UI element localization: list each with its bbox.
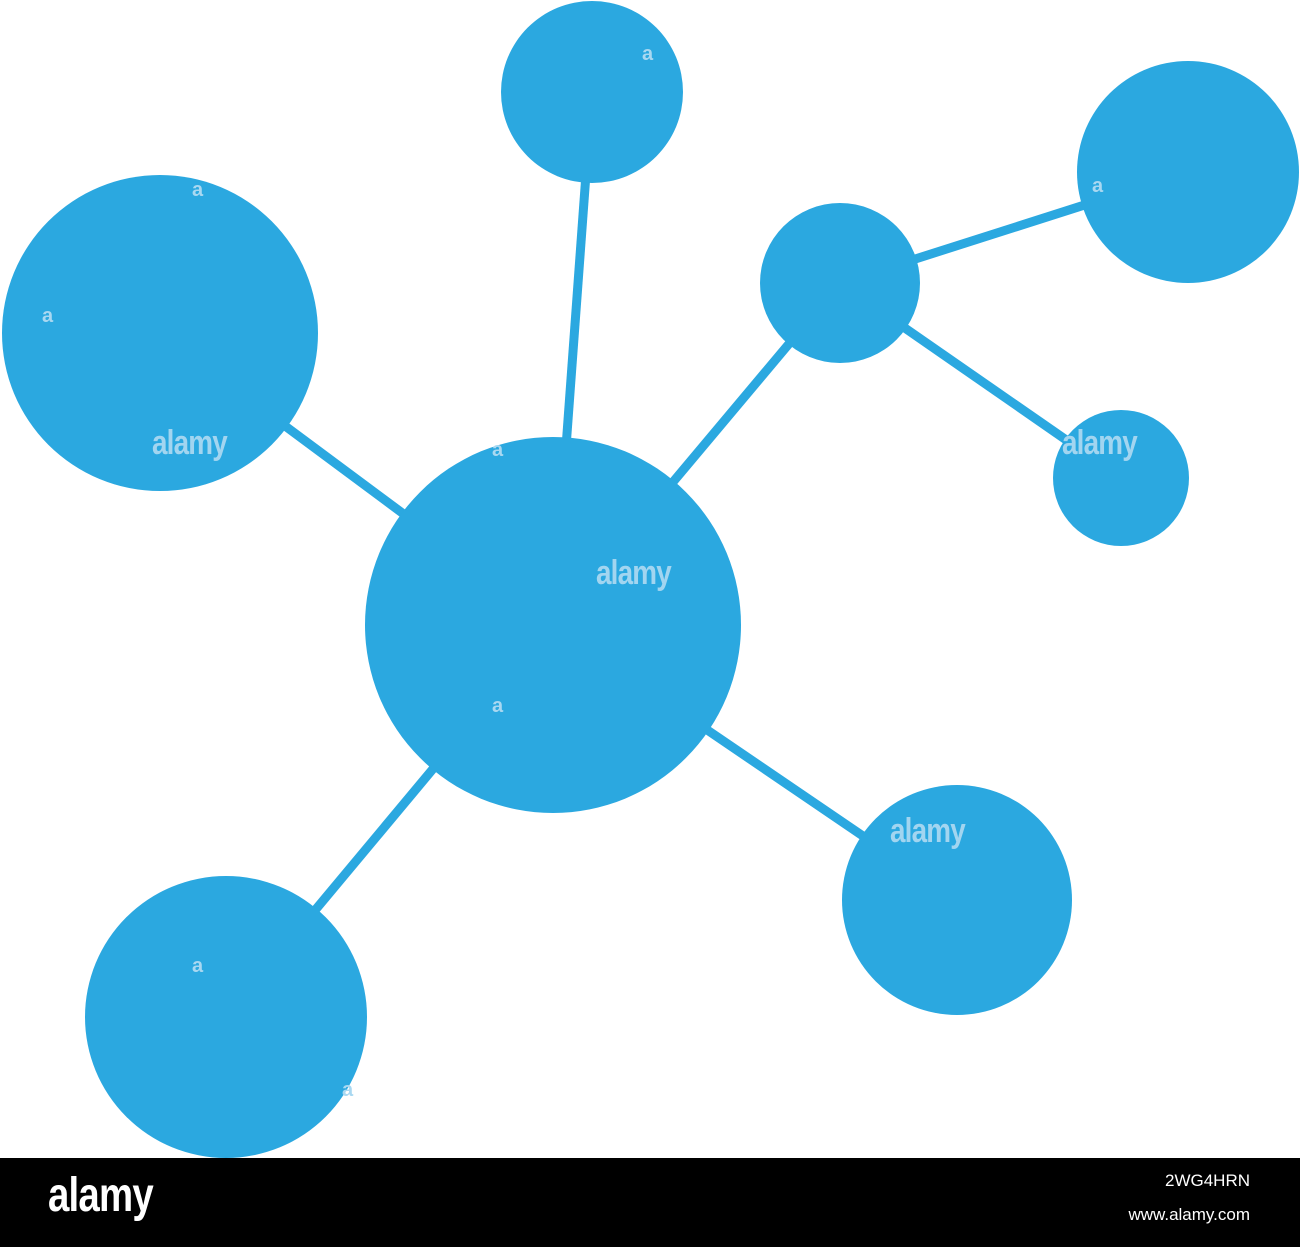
footer-url: www.alamy.com (1128, 1205, 1250, 1224)
node-hub (760, 203, 920, 363)
nodes (2, 1, 1299, 1158)
node-bottom-left (85, 876, 367, 1158)
node-small-right (1053, 410, 1189, 546)
footer-image-id: 2WG4HRN (1164, 1171, 1250, 1190)
node-bottom-right (842, 785, 1072, 1015)
molecule-network-svg (2, 1, 1299, 1158)
node-top (501, 1, 683, 183)
node-top-right (1077, 61, 1299, 283)
node-center (365, 437, 741, 813)
node-left-large (2, 175, 318, 491)
molecule-diagram: alamy alamy alamy alamy a a a a a a a a (0, 0, 1300, 1158)
footer-bar: alamy 2WG4HRN www.alamy.com (0, 1158, 1300, 1247)
footer-logo: alamy (48, 1169, 154, 1222)
